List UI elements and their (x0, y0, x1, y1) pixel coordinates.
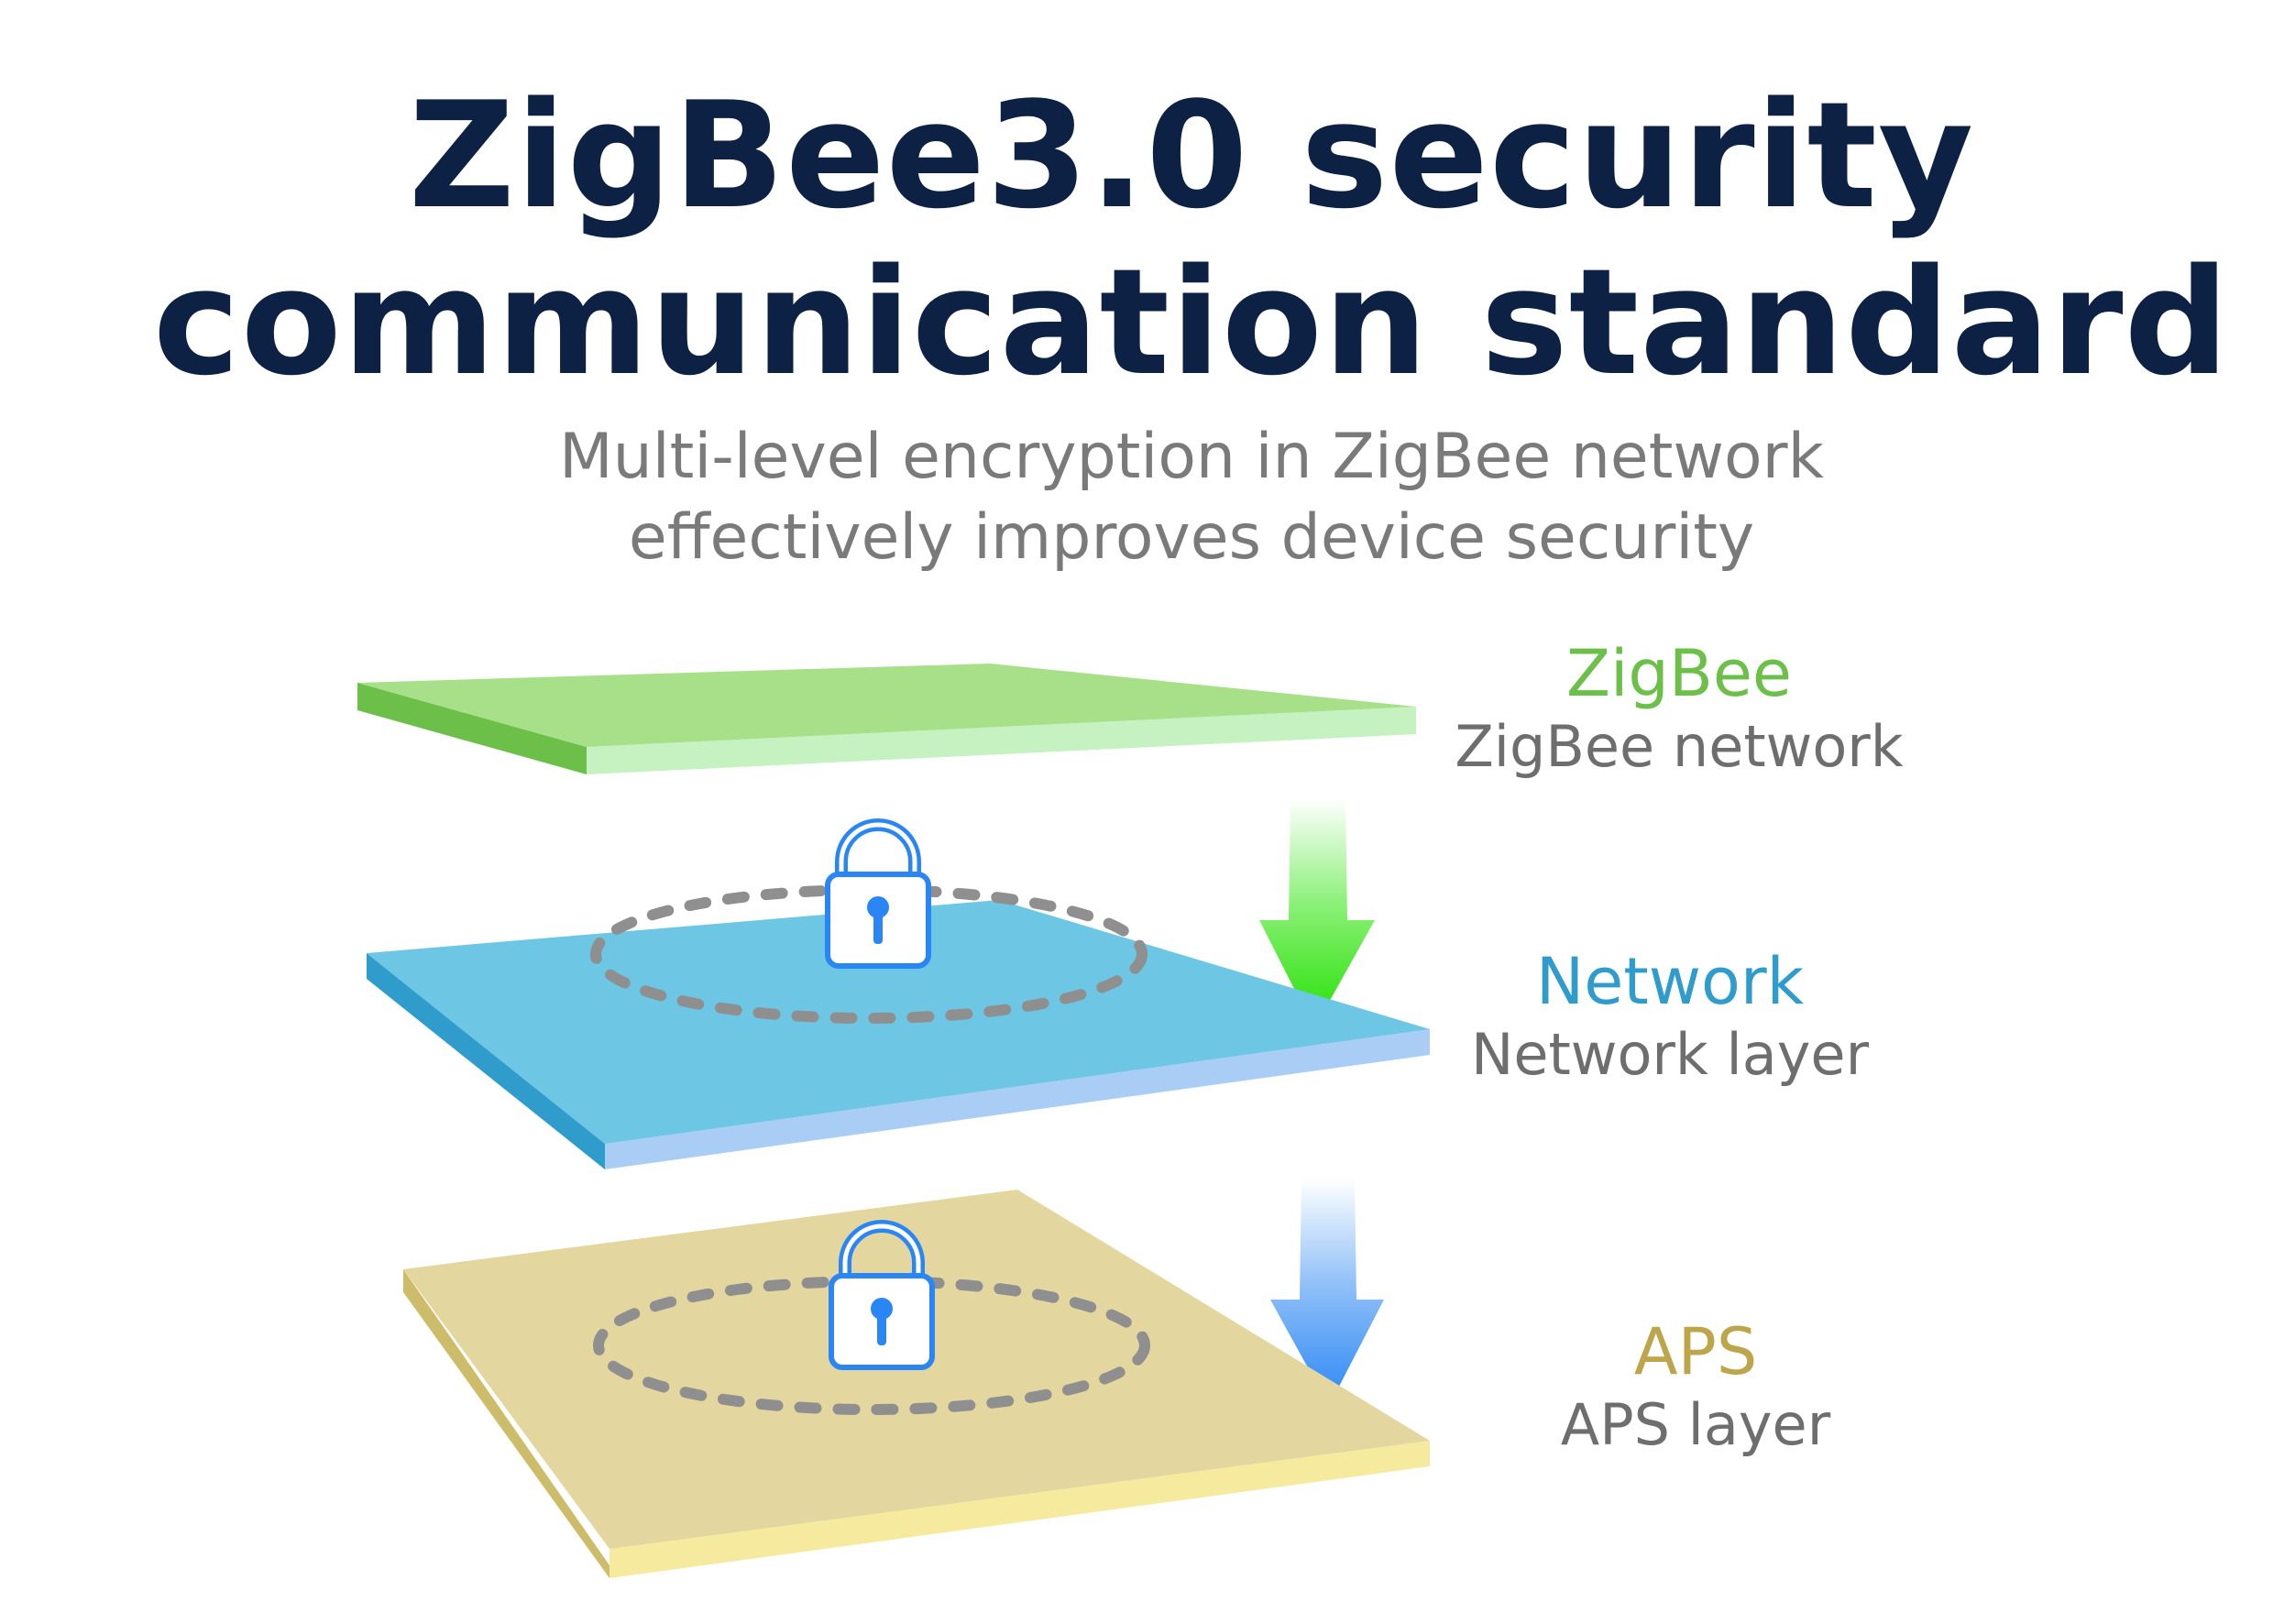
aps-layer-front (609, 1441, 1430, 1578)
network-layer-front (605, 1029, 1430, 1169)
page-title-line-2: communication standard (152, 236, 2231, 408)
subtitle-line-1: Multi-level encryption in ZigBee network (559, 421, 1824, 493)
aps-layer-side (403, 1269, 609, 1578)
network-layer-top (367, 900, 1430, 1144)
network-layer-side (367, 953, 605, 1169)
zigbee-layer-top (357, 664, 1416, 747)
lock-icon (825, 818, 931, 969)
network-encryption-ring (590, 884, 1147, 1024)
blue-arrow-down-icon (1270, 1179, 1384, 1406)
arrow-down-icon (1259, 799, 1375, 1028)
zigbee-layer-description: ZigBee network (1455, 713, 1904, 780)
aps-layer-description: APS layer (1560, 1391, 1831, 1458)
zigbee-layer-name: ZigBee (1566, 636, 1792, 711)
network-label: Network Network layer (1349, 949, 1991, 1083)
zigbee-layer-side (357, 683, 587, 774)
lock-icon-2 (829, 1220, 935, 1370)
network-layer-description: Network layer (1470, 1021, 1870, 1088)
aps-encryption-ring (593, 1276, 1150, 1415)
subtitle-line-2: effectively improves device security (628, 501, 1755, 574)
arrow-down-icon-2 (1270, 1179, 1384, 1406)
page-title-line-1: ZigBee3.0 security (408, 70, 1975, 241)
zigbee-label: ZigBee ZigBee network (1358, 642, 2000, 775)
network-layer-name: Network (1535, 944, 1805, 1019)
aps-label: APS APS layer (1375, 1320, 2016, 1454)
zigbee-layer-front (587, 707, 1416, 774)
network-layer-plate (367, 884, 1430, 1169)
aps-layer-name: APS (1633, 1314, 1758, 1389)
green-arrow-down-icon (1259, 799, 1375, 1028)
zigbee-layer-plate (357, 664, 1416, 774)
